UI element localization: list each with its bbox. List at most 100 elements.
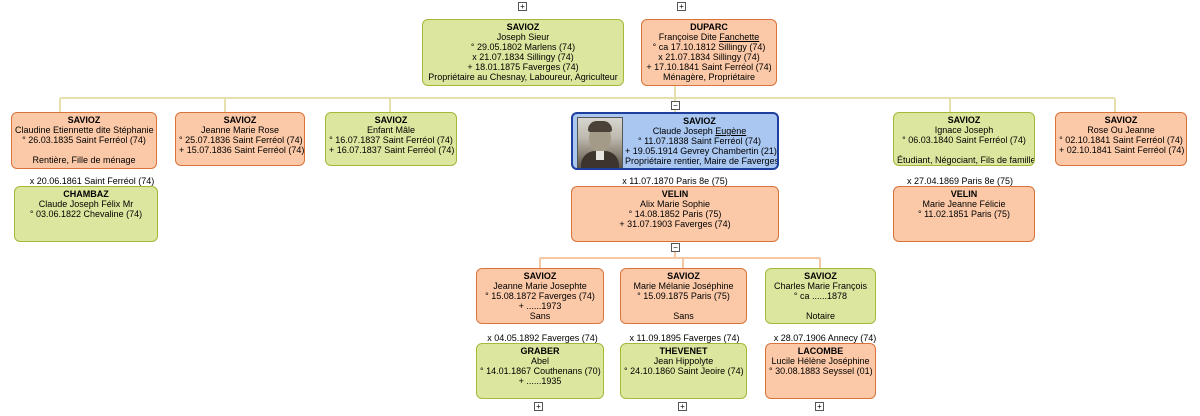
- occupation: Rentière, Fille de ménage: [32, 155, 136, 165]
- usual-name: Fanchette: [719, 32, 760, 42]
- collapse-siblings-toggle[interactable]: −: [671, 101, 680, 110]
- spacer: [15, 145, 153, 155]
- expand-descendants-toggle-1[interactable]: +: [534, 402, 543, 411]
- plus-square-icon: +: [520, 2, 525, 11]
- person-box-rose-ou-jeanne[interactable]: SAVIOZ Rose Ou Jeanne ° 02.10.1841 Saint…: [1055, 112, 1187, 166]
- person-box-jeanne-marie-rose[interactable]: SAVIOZ Jeanne Marie Rose ° 25.07.1836 Sa…: [175, 112, 305, 166]
- marriage: x 21.07.1834 Sillingy (74): [658, 52, 760, 62]
- person-box-enfant-male[interactable]: SAVIOZ Enfant Mâle ° 16.07.1837 Saint Fe…: [325, 112, 457, 166]
- occupation: Propriétaire rentier, Maire de Faverges: [625, 156, 779, 166]
- birth: ° 03.06.1822 Chevaline (74): [29, 209, 143, 219]
- occupation: Sans: [673, 311, 694, 321]
- surname: SAVIOZ: [523, 271, 557, 281]
- given-names: Claudine Etiennette dite Stéphanie: [15, 125, 154, 135]
- death: + 16.07.1837 Saint Ferréol (74): [329, 145, 455, 155]
- person-box-duparc[interactable]: DUPARC Françoise Dite Fanchette ° ca 17.…: [641, 19, 777, 86]
- birth: ° 26.03.1835 Saint Ferréol (74): [22, 135, 146, 145]
- plus-square-icon: +: [679, 2, 684, 11]
- given-names: Claude Joseph Eugène: [625, 126, 774, 136]
- given-names: Ignace Joseph: [934, 125, 994, 135]
- given-names: Charles Marie François: [773, 281, 868, 291]
- birth: ° 25.07.1836 Saint Ferréol (74): [179, 135, 303, 145]
- given-names: Claude Joseph Félix Mr: [38, 199, 134, 209]
- expand-descendants-toggle-2[interactable]: +: [678, 402, 687, 411]
- person-box-velin-jeanne[interactable]: VELIN Marie Jeanne Félicie ° 11.02.1851 …: [893, 186, 1035, 242]
- surname: VELIN: [950, 189, 978, 199]
- given-names: Jeanne Marie Rose: [200, 125, 280, 135]
- marriage-label-claudine: x 20.06.1861 Saint Ferréol (74): [29, 176, 155, 186]
- occupation: Sans: [529, 311, 551, 321]
- occupation: Notaire: [805, 311, 835, 321]
- person-box-charles[interactable]: SAVIOZ Charles Marie François ° ca .....…: [765, 268, 876, 324]
- marriage-label-marie-melanie: x 11.09.1895 Faverges (74): [629, 333, 740, 343]
- person-box-velin-alix[interactable]: VELIN Alix Marie Sophie ° 14.08.1852 Par…: [571, 186, 779, 242]
- occupation: Étudiant, Négociant, Fils de famille: [897, 155, 1035, 165]
- person-box-chambaz[interactable]: CHAMBAZ Claude Joseph Félix Mr ° 03.06.1…: [14, 186, 158, 242]
- portrait-photo: [577, 117, 623, 168]
- birth: ° 16.07.1837 Saint Ferréol (74): [329, 135, 453, 145]
- given-names: Jean Hippolyte: [653, 356, 714, 366]
- birth: ° 11.02.1851 Paris (75): [918, 209, 1010, 219]
- surname: SAVIOZ: [683, 116, 716, 126]
- birth: ° 14.08.1852 Paris (75): [628, 209, 722, 219]
- surname: SAVIOZ: [667, 271, 700, 281]
- death: + 15.07.1836 Saint Ferréol (74): [179, 145, 305, 155]
- death: + ......1973: [518, 301, 562, 311]
- marriage-label-jeanne-marie-josephte: x 04.05.1892 Faverges (74): [487, 333, 598, 343]
- birth: ° 30.08.1883 Seyssel (01): [769, 366, 873, 376]
- expand-parents-duparc-toggle[interactable]: +: [677, 2, 686, 11]
- spacer: [624, 301, 743, 311]
- surname: DUPARC: [690, 22, 728, 32]
- given-names: Joseph Sieur: [496, 32, 550, 42]
- marriage-label-root: x 11.07.1870 Paris 8e (75): [622, 176, 728, 186]
- spacer: [897, 145, 1031, 155]
- surname: SAVIOZ: [223, 115, 257, 125]
- person-box-graber[interactable]: GRABER Abel ° 14.01.1867 Couthenans (70)…: [476, 343, 604, 399]
- birth: ° 06.03.1840 Saint Ferréol (74): [902, 135, 1026, 145]
- marriage-label-ignace: x 27.04.1869 Paris 8e (75): [906, 176, 1014, 186]
- spacer: [769, 301, 872, 311]
- given-names: Lucile Hélène Joséphine: [771, 356, 870, 366]
- person-box-savioz-joseph[interactable]: SAVIOZ Joseph Sieur ° 29.05.1802 Marlens…: [422, 19, 624, 86]
- occupation: Propriétaire au Chesnay, Laboureur, Agri…: [428, 72, 618, 82]
- marriage-label-charles: x 28.07.1906 Annecy (74): [773, 333, 877, 343]
- death: + 17.10.1841 Saint Ferréol (74): [646, 62, 772, 72]
- surname: CHAMBAZ: [63, 189, 109, 199]
- birth: ° 29.05.1802 Marlens (74): [470, 42, 576, 52]
- surname: SAVIOZ: [506, 22, 540, 32]
- person-box-lacombe[interactable]: LACOMBE Lucile Hélène Joséphine ° 30.08.…: [765, 343, 876, 399]
- birth: ° 14.01.1867 Couthenans (70): [480, 366, 601, 376]
- given-names: Marie Jeanne Félicie: [922, 199, 1006, 209]
- person-box-marie-melanie[interactable]: SAVIOZ Marie Mélanie Joséphine ° 15.09.1…: [620, 268, 747, 324]
- death: + ......1935: [518, 376, 562, 386]
- given-names: Jeanne Marie Josephte: [493, 281, 587, 291]
- given-names: Françoise Dite Fanchette: [645, 32, 773, 42]
- birth: ° 11.07.1838 Saint Ferréol (74): [637, 136, 761, 146]
- marriage: x 21.07.1834 Sillingy (74): [472, 52, 574, 62]
- person-box-root-claude-joseph-eugene[interactable]: SAVIOZ Claude Joseph Eugène ° 11.07.1838…: [571, 112, 779, 170]
- birth: ° 15.08.1872 Faverges (74): [485, 291, 595, 301]
- death: + 18.01.1875 Faverges (74): [467, 62, 579, 72]
- given-names-text: Françoise Dite: [658, 32, 720, 42]
- usual-name: Eugène: [715, 126, 747, 136]
- occupation: Ménagère, Propriétaire: [662, 72, 756, 82]
- given-names: Rose Ou Jeanne: [1087, 125, 1155, 135]
- person-box-claudine[interactable]: SAVIOZ Claudine Etiennette dite Stéphani…: [11, 112, 157, 169]
- collapse-children-toggle[interactable]: −: [671, 243, 680, 252]
- plus-square-icon: +: [817, 402, 822, 411]
- given-names: Abel: [530, 356, 549, 366]
- person-box-jeanne-marie-josephte[interactable]: SAVIOZ Jeanne Marie Josephte ° 15.08.187…: [476, 268, 604, 324]
- death: + 02.10.1841 Saint Ferréol (74): [1059, 145, 1185, 155]
- death: + 31.07.1903 Faverges (74): [619, 219, 731, 229]
- minus-square-icon: −: [673, 101, 678, 110]
- expand-parents-savioz-toggle[interactable]: +: [518, 2, 527, 11]
- plus-square-icon: +: [536, 402, 541, 411]
- person-box-thevenet[interactable]: THEVENET Jean Hippolyte ° 24.10.1860 Sai…: [620, 343, 747, 399]
- surname: SAVIOZ: [1104, 115, 1138, 125]
- given-names: Marie Mélanie Joséphine: [633, 281, 734, 291]
- person-box-ignace[interactable]: SAVIOZ Ignace Joseph ° 06.03.1840 Saint …: [893, 112, 1035, 166]
- death: + 19.05.1914 Gevrey Chambertin (21): [625, 146, 777, 156]
- expand-descendants-toggle-3[interactable]: +: [815, 402, 824, 411]
- plus-square-icon: +: [680, 402, 685, 411]
- birth: ° ca 17.10.1812 Sillingy (74): [652, 42, 766, 52]
